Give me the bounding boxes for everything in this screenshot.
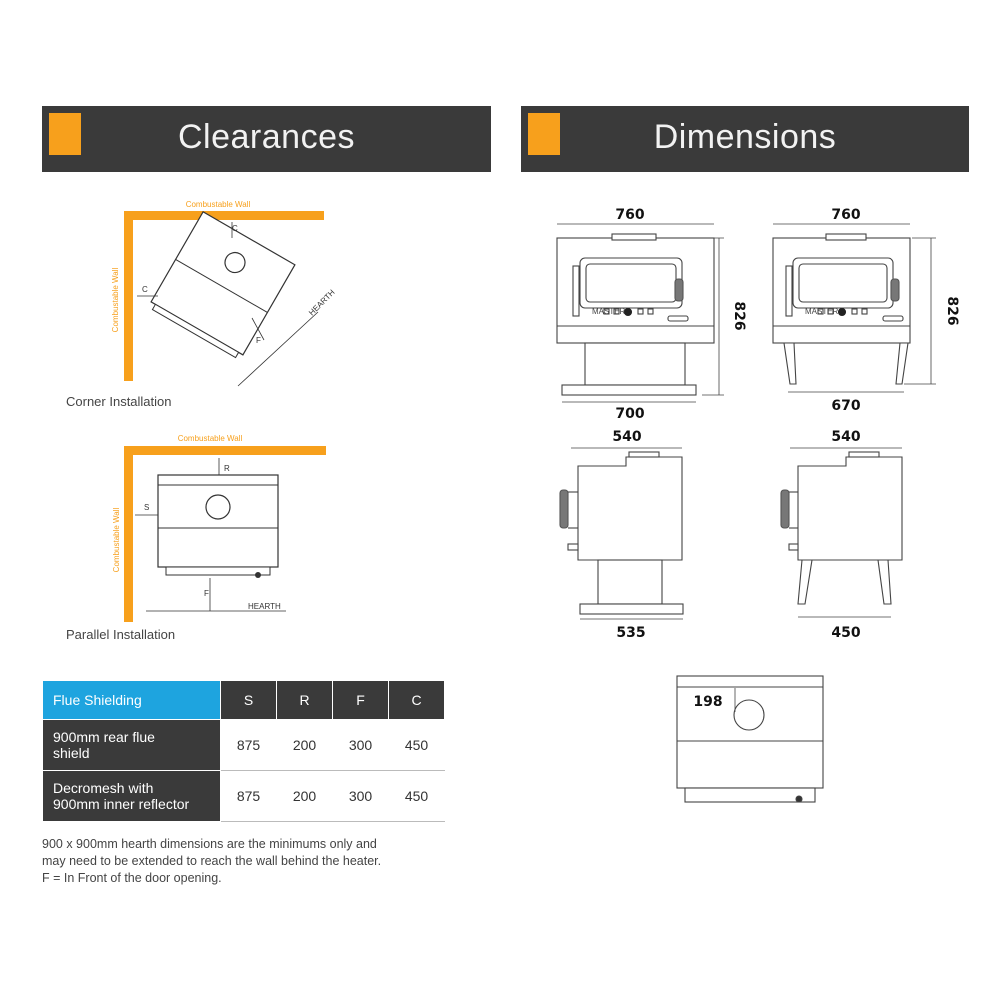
table-header-row: Flue Shielding S R F C xyxy=(42,680,445,720)
note-line: 900 x 900mm hearth dimensions are the mi… xyxy=(42,837,377,851)
cell-f: 300 xyxy=(332,719,389,771)
cell-r: 200 xyxy=(276,719,333,771)
front-legs-brand: MASTER xyxy=(805,307,839,316)
cell-r: 200 xyxy=(276,770,333,822)
parallel-installation-diagram: Combustable Wall Combustable Wall R S F … xyxy=(112,434,326,622)
top-view-flue-offset: 198 xyxy=(693,694,722,710)
row-label-line: Decromesh with xyxy=(53,780,154,796)
corner-hearth-label: HEARTH xyxy=(307,288,337,318)
note-line: may need to be extended to reach the wal… xyxy=(42,854,382,868)
front-legs-width-bottom: 670 xyxy=(831,398,860,414)
corner-top-wall-label: Combustable Wall xyxy=(186,200,251,209)
corner-label-c-side: C xyxy=(142,285,148,294)
table-row: 900mm rear flue shield 875 200 300 450 xyxy=(42,719,445,771)
front-legs-height: 826 xyxy=(944,296,960,325)
side-legs-body xyxy=(797,456,903,561)
cell-c: 450 xyxy=(388,719,445,771)
dimensions-title: Dimensions xyxy=(653,118,837,156)
corner-installation-diagram: Combustable Wall Combustable Wall C C F … xyxy=(111,200,337,387)
column-header-f: F xyxy=(332,680,389,720)
cell-c: 450 xyxy=(388,770,445,822)
corner-installation-caption: Corner Installation xyxy=(66,394,172,409)
side-legs-width-bottom: 450 xyxy=(831,625,860,641)
row-label-line: 900mm rear flue xyxy=(53,729,155,745)
side-pedestal-body xyxy=(577,456,683,561)
row-label: 900mm rear flue shield xyxy=(42,719,221,771)
top-view-flue-circle xyxy=(733,699,765,731)
side-pedestal-width-top: 540 xyxy=(612,429,641,445)
orange-accent-block xyxy=(528,113,560,155)
row-label: Decromesh with 900mm inner reflector xyxy=(42,770,221,822)
side-view-pedestal xyxy=(559,447,684,620)
clearances-banner: Clearances xyxy=(42,106,491,172)
row-label-line: shield xyxy=(53,745,90,761)
table-header-label: Flue Shielding xyxy=(42,680,221,720)
parallel-side-wall-label: Combustable Wall xyxy=(112,507,121,572)
parallel-hearth-label: HEARTH xyxy=(248,602,281,611)
front-view-pedestal xyxy=(556,223,724,403)
corner-side-wall-label: Combustable Wall xyxy=(111,267,120,332)
top-view-body xyxy=(676,675,824,789)
parallel-label-r: R xyxy=(224,464,230,473)
parallel-heater-body xyxy=(157,474,279,568)
side-legs-width-top: 540 xyxy=(831,429,860,445)
cell-s: 875 xyxy=(220,719,277,771)
hearth-note: 900 x 900mm hearth dimensions are the mi… xyxy=(42,836,472,887)
orange-accent-block xyxy=(49,113,81,155)
note-line: F = In Front of the door opening. xyxy=(42,871,222,885)
parallel-flue-circle xyxy=(205,494,231,520)
dimensions-banner: Dimensions xyxy=(521,106,969,172)
table-row: Decromesh with 900mm inner reflector 875… xyxy=(42,770,445,822)
front-view-legs xyxy=(772,223,936,393)
top-view xyxy=(676,675,824,803)
column-header-s: S xyxy=(220,680,277,720)
parallel-label-s: S xyxy=(144,503,149,512)
front-legs-width-top: 760 xyxy=(831,207,860,223)
front-pedestal-height: 826 xyxy=(731,301,747,330)
side-pedestal-width-bottom: 535 xyxy=(616,625,645,641)
front-pedestal-brand: MASTER xyxy=(592,307,626,316)
corner-heater-body xyxy=(150,210,296,356)
corner-flue-circle xyxy=(224,251,246,274)
clearances-title: Clearances xyxy=(178,118,355,156)
front-pedestal-width-top: 760 xyxy=(615,207,644,223)
cell-f: 300 xyxy=(332,770,389,822)
column-header-c: C xyxy=(388,680,445,720)
parallel-top-wall-label: Combustable Wall xyxy=(178,434,243,443)
corner-label-f: F xyxy=(256,336,261,345)
front-pedestal-width-bottom: 700 xyxy=(615,406,644,422)
flue-shielding-table: Flue Shielding S R F C 900mm rear flue s… xyxy=(42,680,445,822)
parallel-installation-caption: Parallel Installation xyxy=(66,627,176,642)
corner-label-c-top: C xyxy=(232,224,238,233)
side-view-legs xyxy=(780,447,903,618)
cell-s: 875 xyxy=(220,770,277,822)
parallel-label-f: F xyxy=(204,589,209,598)
column-header-r: R xyxy=(276,680,333,720)
row-label-line: 900mm inner reflector xyxy=(53,796,190,812)
